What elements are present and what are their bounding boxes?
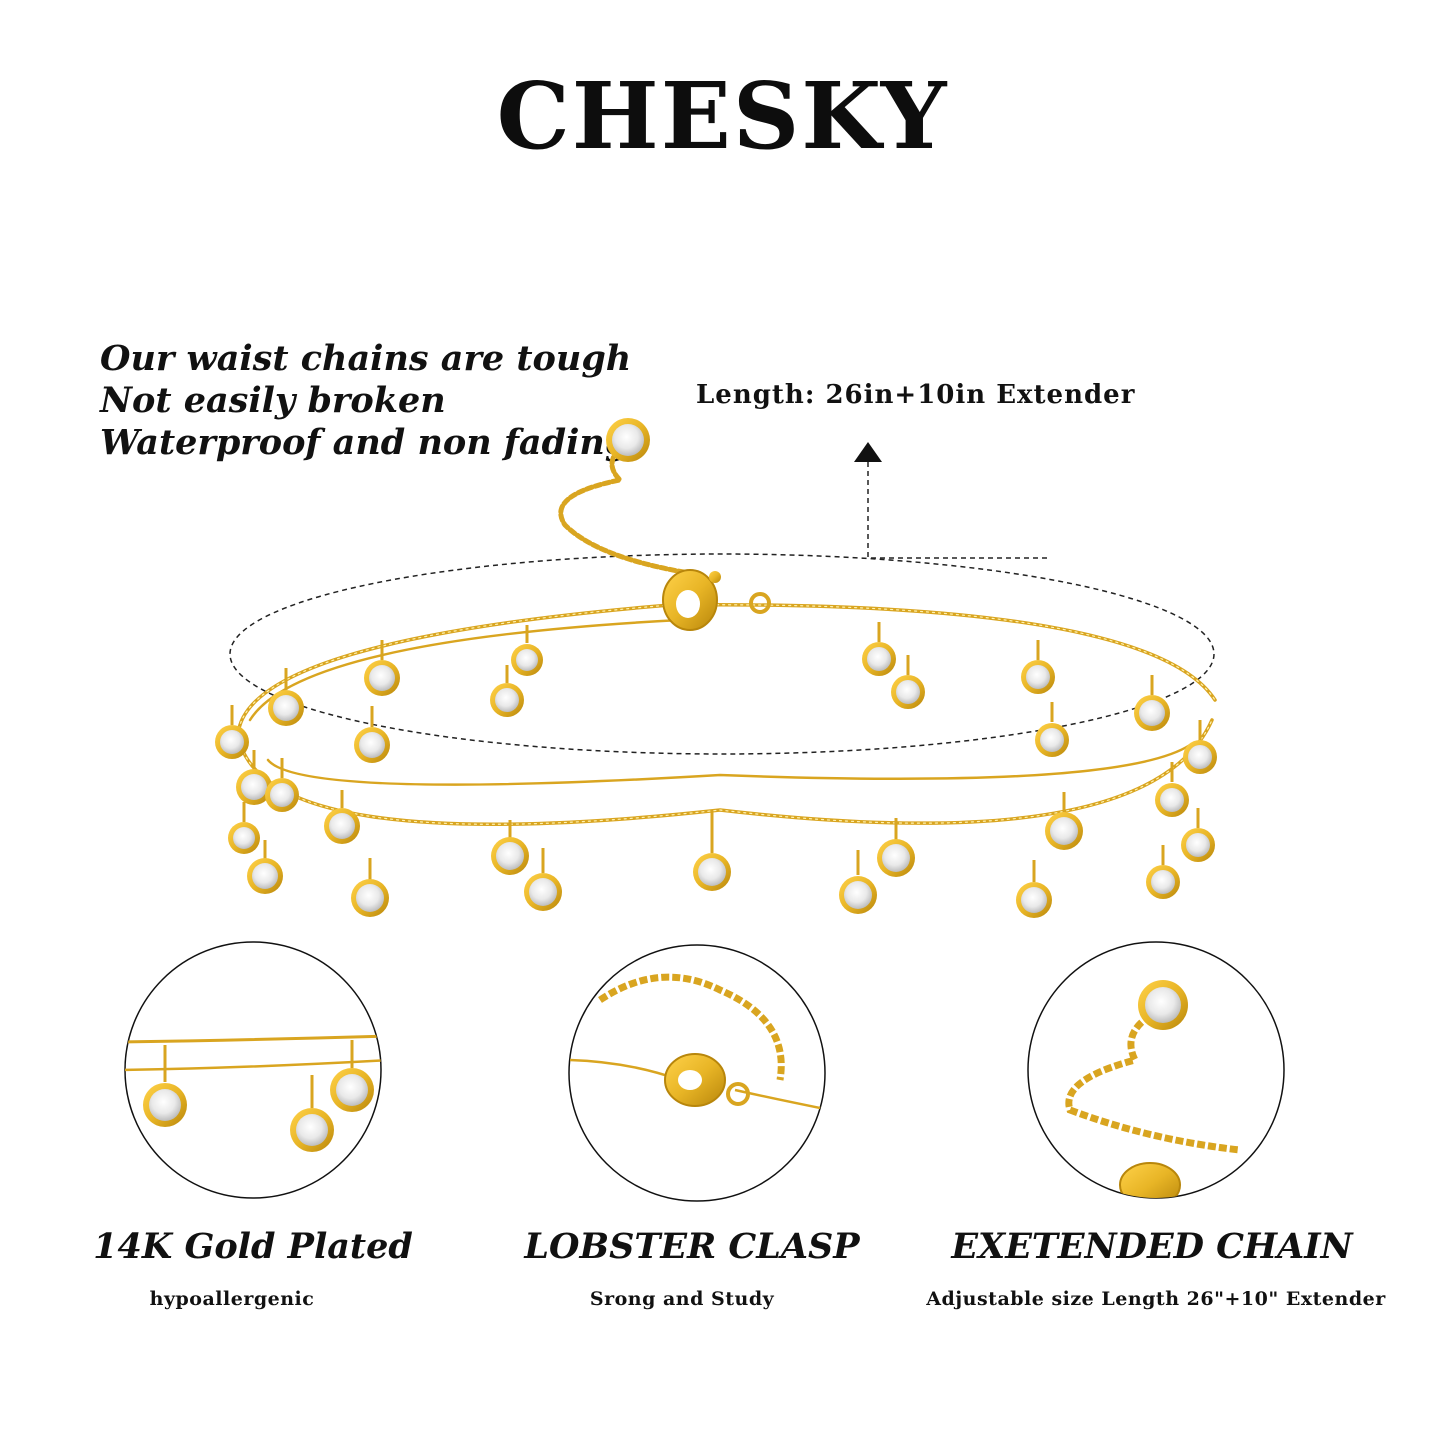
- detail-subtitle-clasp: Srong and Study: [589, 1288, 775, 1310]
- gem-pendant: [1155, 762, 1189, 817]
- gem-pendant: [1181, 808, 1215, 862]
- gem-pendant: [490, 665, 524, 717]
- length-guide: [229, 442, 1215, 755]
- gem-pendant: [862, 622, 896, 676]
- gem-pendant: [1035, 702, 1069, 757]
- detail-title-gold: 14K Gold Plated: [93, 1226, 413, 1267]
- gem-pendant: [1183, 720, 1217, 774]
- detail-subtitle-chain: Adjustable size Length 26"+10" Extender: [926, 1288, 1386, 1310]
- gem-pendant: [364, 640, 400, 696]
- feature-item: Our waist chains are tough: [100, 338, 632, 379]
- gem-pendant: [268, 668, 304, 726]
- gem-pendant: [265, 758, 299, 812]
- gem-pendant: [524, 848, 562, 911]
- arrow-up-icon: [854, 442, 882, 462]
- gem-pendant: [1045, 792, 1083, 850]
- lobster-clasp-icon: [662, 569, 771, 631]
- gem-pendant: [228, 802, 260, 854]
- feature-item: Waterproof and non fading: [100, 422, 630, 463]
- length-label: Length: 26in+10in Extender: [696, 380, 1136, 410]
- gem-pendant: [236, 750, 272, 805]
- gem-pendant: [491, 820, 529, 875]
- gem-pendant: [1021, 640, 1055, 694]
- gem-pendant: [1016, 860, 1052, 918]
- detail-subtitle-gold: hypoallergenic: [149, 1288, 315, 1310]
- gem-pendant: [351, 858, 389, 917]
- gem-pendant: [215, 705, 249, 759]
- gem-pendant: [693, 812, 731, 891]
- gem-pendant: [354, 706, 390, 763]
- pendant-closeup-icon: [124, 941, 382, 1199]
- gem-pendant: [877, 818, 915, 877]
- waist-chain: [236, 437, 1217, 827]
- gem-pendant: [1146, 845, 1180, 899]
- lobster-clasp-icon: [568, 944, 826, 1202]
- gem-pendant: [511, 625, 543, 676]
- gem-pendants: [215, 622, 1217, 918]
- gem-pendant: [324, 790, 360, 844]
- brand-logo: CHESKY: [496, 62, 949, 170]
- gem-pendant: [1134, 675, 1170, 731]
- feature-list: Our waist chains are tough Not easily br…: [100, 338, 631, 464]
- detail-title-clasp: LOBSTER CLASP: [524, 1226, 860, 1267]
- gem-pendant: [891, 655, 925, 709]
- gem-pendant: [247, 840, 283, 894]
- detail-title-chain: EXETENDED CHAIN: [951, 1226, 1353, 1267]
- gem-pendant: [606, 418, 650, 462]
- feature-item: Not easily broken: [100, 380, 446, 421]
- extender-chain-icon: [1027, 941, 1285, 1199]
- gem-pendant: [839, 850, 877, 914]
